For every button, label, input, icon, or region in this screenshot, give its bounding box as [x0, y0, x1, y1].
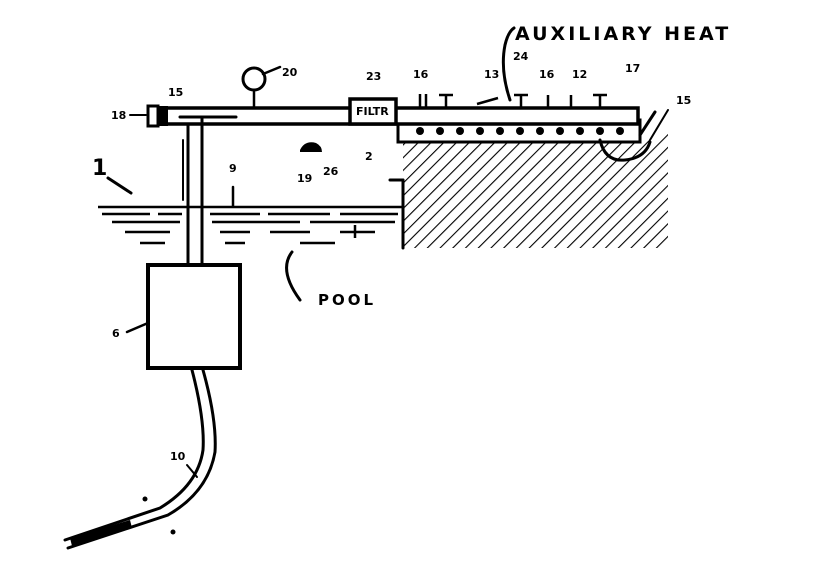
- ground-deck: [388, 125, 668, 250]
- ref-24: 24: [513, 50, 529, 63]
- ref-16b: 16: [539, 68, 555, 81]
- pool-water: [98, 205, 403, 245]
- ref-15: 15: [168, 86, 183, 99]
- ref-10: 10: [170, 450, 186, 463]
- pool-label: POOL: [318, 291, 376, 309]
- ref-12: 12: [572, 68, 587, 81]
- ref-16a: 16: [413, 68, 429, 81]
- auxiliary-heat-label: AUXILIARY HEAT: [515, 23, 731, 45]
- temperature-sensor: [300, 142, 322, 152]
- ref-13: 13: [484, 68, 499, 81]
- ref-20: 20: [282, 66, 298, 79]
- ref-19: 19: [297, 172, 312, 185]
- ref-2: 2: [365, 150, 373, 163]
- ref-15b: 15: [676, 94, 691, 107]
- ref-26: 26: [323, 165, 339, 178]
- ref-17: 17: [625, 62, 640, 75]
- ref-1: 1: [92, 156, 107, 181]
- ref-9: 9: [229, 162, 237, 175]
- filter-text: FILTR: [356, 105, 389, 118]
- pipe-valves: [418, 93, 607, 108]
- filter-unit: FILTR: [348, 97, 398, 126]
- pump-unit: [125, 263, 242, 370]
- ref-18: 18: [111, 109, 126, 122]
- vertical-pipe: [182, 115, 204, 267]
- ref-23: 23: [366, 70, 381, 83]
- ref-6: 6: [112, 327, 120, 340]
- suction-hose: [63, 368, 217, 550]
- pressure-gauge: [241, 65, 282, 110]
